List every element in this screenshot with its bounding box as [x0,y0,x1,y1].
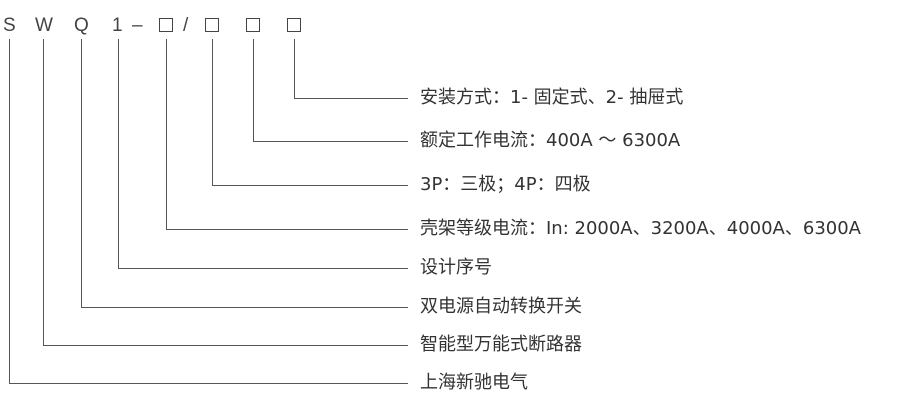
placeholder-box-poles [205,18,219,32]
placeholder-box-rated-current [246,18,260,32]
label-frame-current: 壳架等级电流：In: 2000A、3200A、4000A、6300A [420,218,861,239]
label-installation-type: 安装方式：1- 固定式、2- 抽屉式 [420,87,684,108]
connector-vertical-installation [294,39,295,98]
connector-horizontal-installation [294,98,408,99]
connector-vertical-rated-current [253,39,254,141]
connector-vertical-ats [81,39,82,307]
connector-horizontal-breaker [43,345,408,346]
connector-horizontal-poles [212,185,408,186]
connector-horizontal-rated-current [253,141,408,142]
placeholder-box-installation [287,18,301,32]
code-char-slash: / [183,15,189,36]
code-char-1: 1 [112,15,123,36]
label-rated-current: 额定工作电流：400A ～ 6300A [420,130,681,151]
label-design-serial: 设计序号 [420,257,492,278]
connector-horizontal-company [9,383,408,384]
connector-vertical-company [9,39,10,383]
code-char-w: W [35,15,53,36]
connector-horizontal-design-serial [118,268,408,269]
connector-vertical-poles [212,39,213,185]
connector-vertical-design-serial [118,39,119,268]
code-char-dash: – [132,15,143,36]
code-char-q: Q [74,15,89,36]
connector-vertical-frame-current [166,39,167,229]
connector-horizontal-frame-current [166,229,408,230]
label-poles: 3P：三极；4P：四极 [420,174,591,195]
label-ats: 双电源自动转换开关 [420,296,582,317]
placeholder-box-frame-current [159,18,173,32]
connector-vertical-breaker [43,39,44,345]
code-char-s: S [3,15,16,36]
label-company: 上海新驰电气 [420,372,528,393]
label-breaker: 智能型万能式断路器 [420,334,582,355]
connector-horizontal-ats [81,307,408,308]
